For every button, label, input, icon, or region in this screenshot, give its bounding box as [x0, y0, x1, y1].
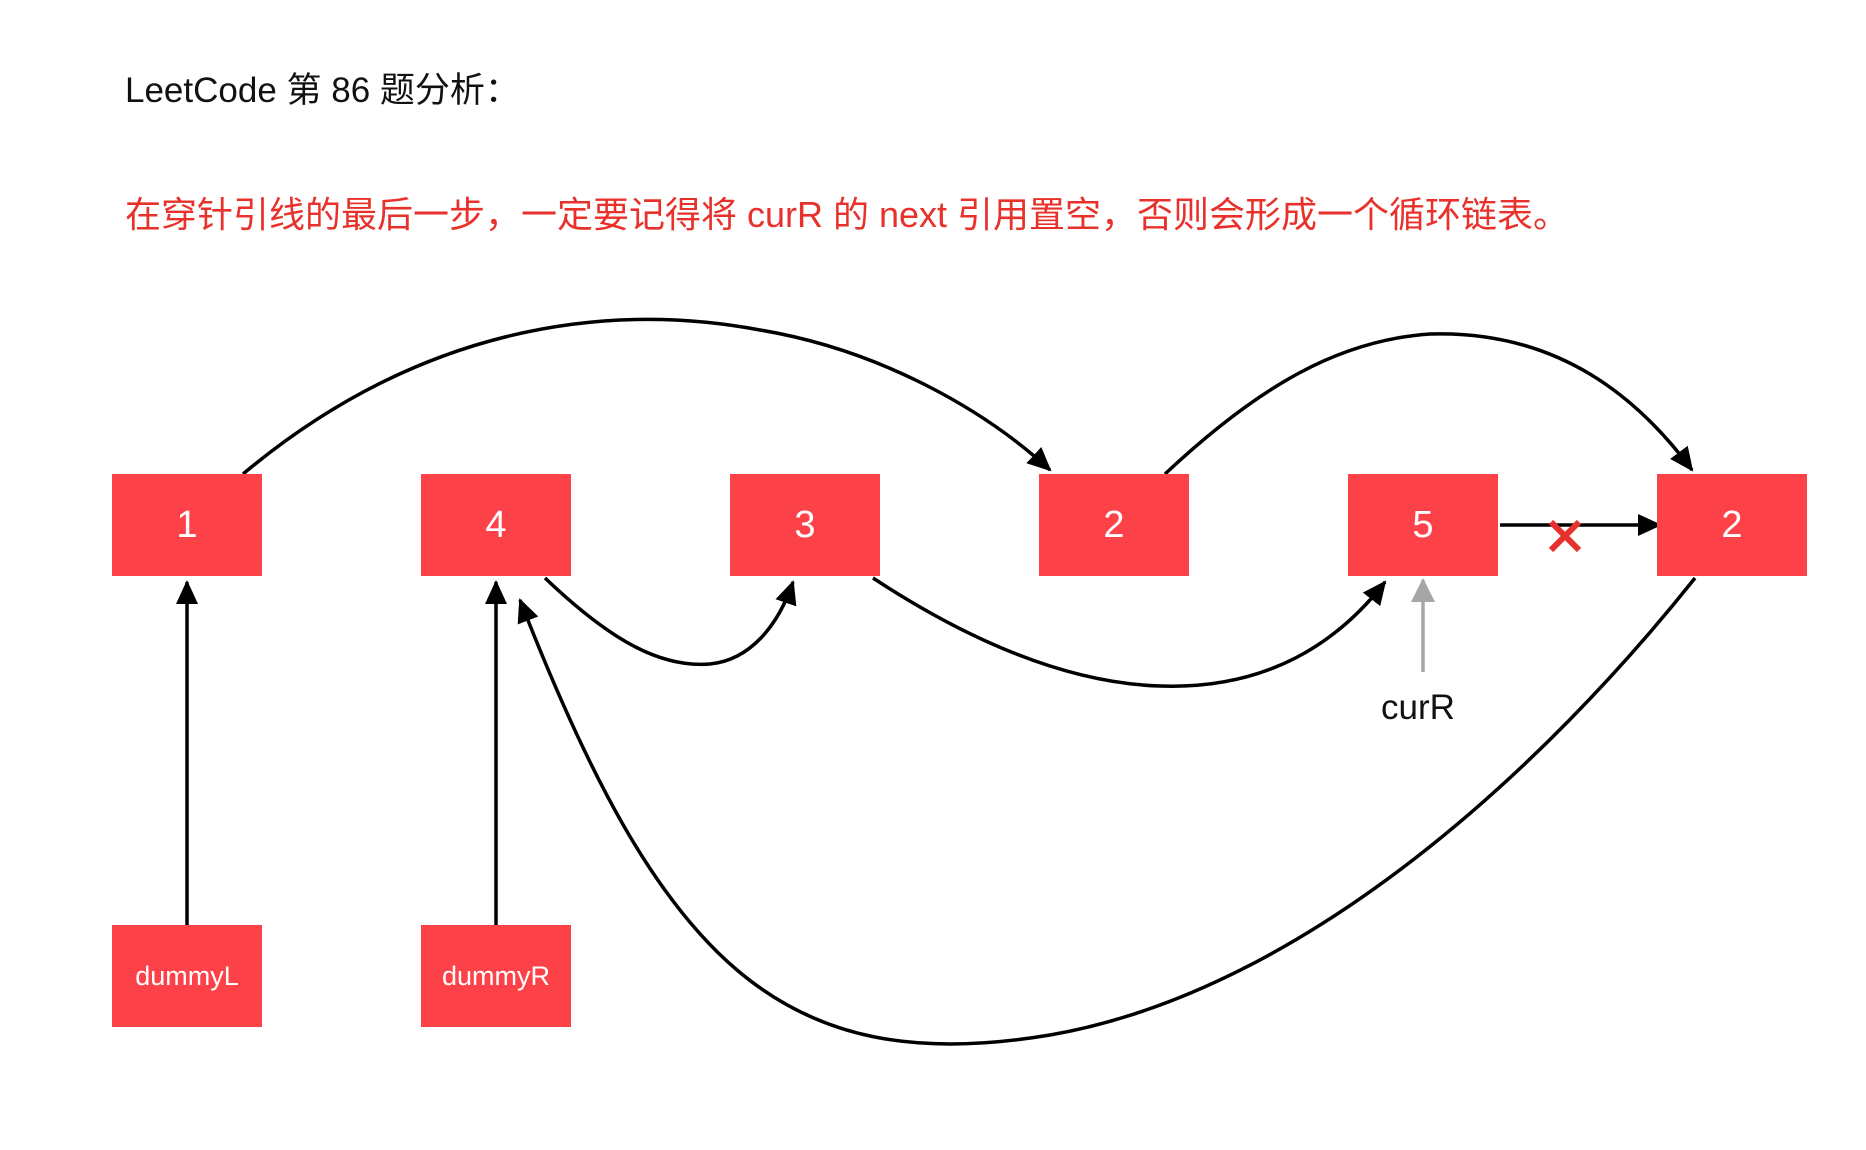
dummy-label: dummyL — [135, 960, 239, 991]
node-value: 5 — [1412, 503, 1434, 546]
list-node-4: 4 — [421, 474, 571, 576]
node-value: 2 — [1103, 503, 1125, 546]
page-title: LeetCode 第 86 题分析： — [125, 71, 520, 110]
node-value: 4 — [485, 503, 507, 546]
note-text: 在穿针引线的最后一步，一定要记得将 curR 的 next 引用置空，否则会形成… — [125, 194, 1570, 235]
list-node-2-first: 2 — [1039, 474, 1189, 576]
pointer-label-curR: curR — [1381, 688, 1455, 727]
arrow-2-to-2 — [1163, 332, 1694, 476]
arrow-3-to-5 — [872, 576, 1387, 688]
list-node-3: 3 — [730, 474, 880, 576]
arrow-1-to-2 — [241, 317, 1052, 476]
node-value: 2 — [1721, 503, 1743, 546]
dummy-node-right: dummyR — [421, 925, 571, 1027]
list-node-1: 1 — [112, 474, 262, 576]
dummy-node-left: dummyL — [112, 925, 262, 1027]
cross-mark-icon — [1548, 519, 1582, 553]
arrow-4-to-3 — [543, 576, 797, 667]
list-node-2-second: 2 — [1657, 474, 1807, 576]
arrow-2-to-4-loop — [517, 576, 1697, 1046]
list-node-5: 5 — [1348, 474, 1498, 576]
dummy-label: dummyR — [441, 960, 550, 991]
node-value: 3 — [794, 503, 816, 546]
node-value: 1 — [176, 503, 198, 546]
